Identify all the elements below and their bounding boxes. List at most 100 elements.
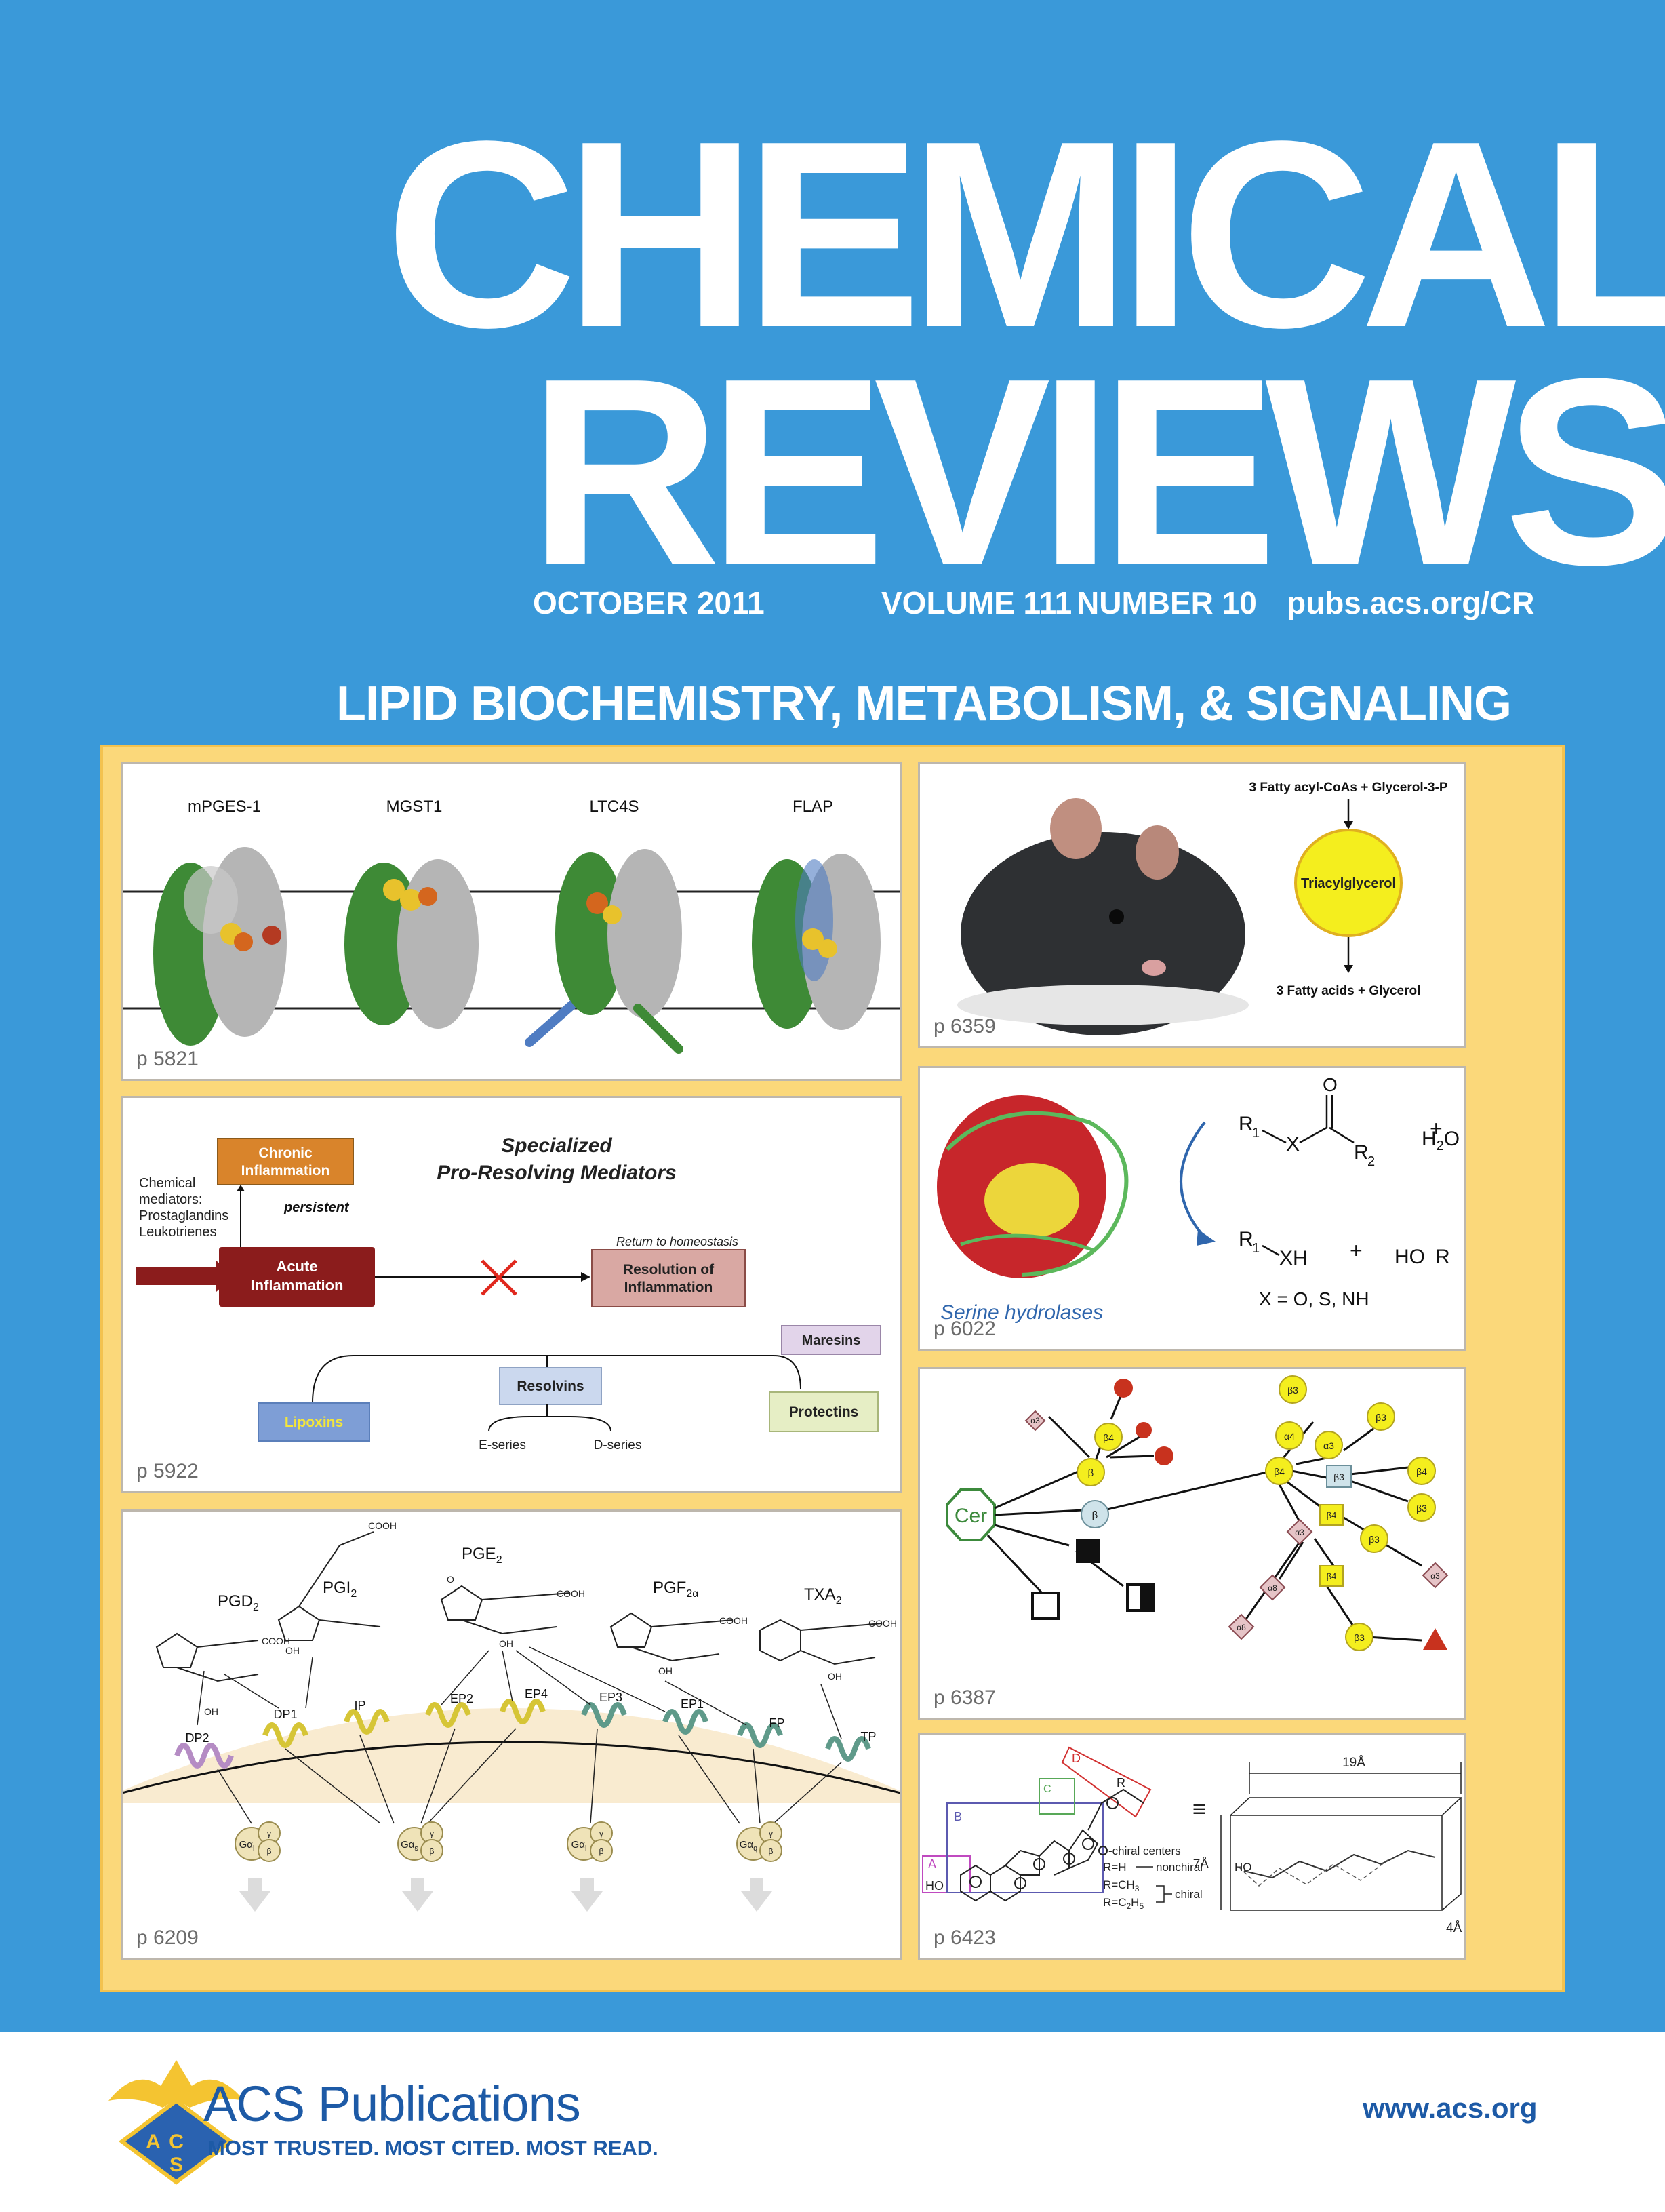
resolvins-box [499, 1367, 602, 1405]
node-beta-1: β [1088, 1467, 1094, 1479]
triacylglycerol-circle [1294, 829, 1403, 937]
resolution-label-2: Inflammation [624, 1280, 713, 1295]
resolution-label-1: Resolution of [623, 1262, 715, 1278]
svg-text:DP2: DP2 [185, 1731, 209, 1745]
tag-substrates: 3 Fatty acyl-CoAs + Glycerol-3-P [1249, 781, 1447, 795]
issue-url[interactable]: pubs.acs.org/CR [1287, 585, 1535, 620]
page-ref-6423: p 6423 [934, 1927, 996, 1949]
reactant-r1-sub: 1 [1252, 1126, 1260, 1141]
mediators-line-1: Chemical [139, 1176, 195, 1191]
pgd2-oh: OH [204, 1706, 218, 1717]
receptor-ep1: EP1 [662, 1697, 708, 1735]
pgi2-cooh: COOH [368, 1520, 397, 1531]
reactant-r2-sub: 2 [1367, 1154, 1375, 1169]
pgf2a-cooh: COOH [719, 1615, 748, 1626]
masthead-reviews: REVIEWS [529, 323, 1665, 620]
node-a3-4: α3 [1430, 1571, 1440, 1581]
svg-text:TP: TP [860, 1730, 876, 1743]
panel-triacylglycerol: 3 Fatty acyl-CoAs + Glycerol-3-P Triacyl… [918, 762, 1466, 1048]
g-protein-gi-2: Gαi γ β [567, 1821, 613, 1912]
protein-structure-flap [752, 854, 881, 1030]
receptor-dp1: DP1 [262, 1707, 308, 1748]
chronic-box [217, 1138, 354, 1185]
svg-text:Gαi: Gαi [571, 1839, 587, 1853]
dseries-label: D-series [594, 1438, 642, 1453]
homeostasis-label: Return to homeostasis [616, 1235, 738, 1248]
node-b3-5: β3 [1354, 1632, 1365, 1643]
chiral-centers-label: -chiral centers [1108, 1844, 1181, 1857]
maresins-box [781, 1325, 881, 1355]
sterol-box-model [1220, 1762, 1462, 1911]
node-b3-4: β3 [1369, 1534, 1380, 1545]
svg-text:A: A [146, 2131, 161, 2153]
acute-arrow-shaft [136, 1267, 218, 1285]
node-a3-3: α3 [1295, 1528, 1304, 1537]
pge2-cooh: COOH [557, 1588, 585, 1599]
svg-text:DP1: DP1 [273, 1707, 297, 1721]
box-ho: HO [1235, 1861, 1252, 1874]
acs-website-link[interactable]: www.acs.org [1363, 2092, 1538, 2124]
txa2-oh: OH [828, 1671, 842, 1682]
tag-center: Triacylglycerol [1301, 876, 1396, 891]
svg-text:γ: γ [769, 1829, 773, 1838]
plus-bottom: + [1350, 1238, 1363, 1263]
nonchiral-label: nonchiral [1156, 1861, 1203, 1874]
pge2-o: O [447, 1574, 454, 1585]
pgf2a-oh: OH [658, 1665, 673, 1676]
mol-txa2: TXA2 [804, 1585, 842, 1606]
serine-caption: Serine hydrolases [940, 1301, 1103, 1324]
ring-label-b: B [954, 1810, 962, 1823]
svg-text:γ: γ [430, 1829, 434, 1838]
mediators-line-4: Leukotrienes [139, 1225, 217, 1240]
node-a3-2: α3 [1323, 1440, 1334, 1451]
svg-text:β: β [769, 1846, 774, 1856]
mediators-line-3: Prostaglandins [139, 1208, 228, 1223]
length-4: 4Å [1446, 1921, 1462, 1935]
svg-text:EP1: EP1 [681, 1697, 704, 1711]
panel-resolution: Specialized Pro-Resolving Mediators Chro… [121, 1096, 902, 1493]
receptor-ep2: EP2 [425, 1692, 473, 1728]
acid-r2: R [1435, 1246, 1450, 1268]
mol-pgi2: PGI2 [323, 1579, 357, 1600]
node-white-square [1031, 1592, 1060, 1620]
mouse-image [957, 798, 1249, 1035]
rch3-label: R=CH3 [1103, 1878, 1140, 1893]
acid-label: HO [1395, 1246, 1425, 1268]
page-ref-6209: p 6209 [136, 1927, 199, 1949]
persistent-label: persistent [283, 1200, 350, 1215]
tag-products: 3 Fatty acids + Glycerol [1277, 984, 1421, 998]
sterol-r: R [1117, 1776, 1125, 1790]
node-a8-2: α8 [1237, 1623, 1246, 1632]
svg-text:S: S [169, 2154, 183, 2176]
panel-prostanoids: PGD2 COOH OH PGI2 COOH OH PGE2 COOH O OH… [121, 1509, 902, 1960]
reactant-oxygen: O [1323, 1074, 1338, 1095]
reactant-r2: R [1354, 1141, 1369, 1164]
reactant-x: X [1286, 1133, 1300, 1156]
acs-publications-wordmark: ACS Publications [203, 2076, 581, 2132]
node-a8-1: α8 [1268, 1583, 1277, 1593]
pgi2-oh: OH [285, 1645, 300, 1656]
ring-label-c: C [1043, 1783, 1051, 1795]
node-b3-2: β3 [1376, 1412, 1386, 1423]
svg-text:Gαi: Gαi [239, 1839, 255, 1853]
node-a4: α4 [1284, 1431, 1295, 1442]
cer-label: Cer [955, 1505, 987, 1527]
node-b4-3: β4 [1416, 1466, 1427, 1477]
svg-text:γ: γ [267, 1829, 271, 1838]
receptor-ep4: EP4 [500, 1687, 548, 1724]
resolution-title-2: Pro-Resolving Mediators [437, 1162, 676, 1184]
node-b4-2: β4 [1274, 1466, 1285, 1477]
g-protein-gi-1: Gαi γ β [235, 1821, 281, 1912]
prostanoid-figure: PGD2 COOH OH PGI2 COOH OH PGE2 COOH O OH… [123, 1520, 900, 1912]
g-protein-gq: Gαq γ β [736, 1821, 782, 1912]
svg-text:γ: γ [599, 1829, 603, 1838]
eseries-label: E-series [479, 1438, 526, 1453]
panel-membrane-proteins: mPGES-1 MGST1 LTC4S FLAP p 5821 [121, 762, 902, 1081]
page-ref-6359: p 6359 [934, 1015, 996, 1038]
node-black-square [1076, 1539, 1100, 1563]
ceramide-network: Cer α3 β4 β β β3 [946, 1375, 1449, 1651]
protein-label-mgst1: MGST1 [386, 797, 443, 816]
serine-hydrolase-figure: Serine hydrolases R 1 X O R 2 + R 1 XH +… [937, 1074, 1443, 1324]
txa2-cooh: COOH [868, 1618, 897, 1629]
ring-label-a: A [928, 1857, 936, 1871]
